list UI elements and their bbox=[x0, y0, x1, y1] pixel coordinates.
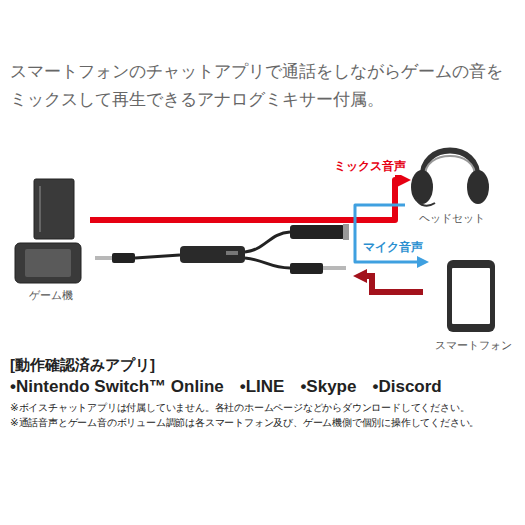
headset-illustration bbox=[405, 135, 495, 209]
phone-audio-arrow bbox=[360, 276, 423, 292]
headband-pad bbox=[425, 156, 475, 177]
footnote: ※ボイスチャットアプリは付属していません。各社のホームページなどからダウンロード… bbox=[10, 400, 520, 415]
signal-arrow bbox=[355, 205, 423, 262]
signal-label: ミックス音声 bbox=[333, 158, 407, 175]
console-tower bbox=[34, 179, 74, 239]
app-name: •Discord bbox=[372, 377, 441, 397]
app-name: •Nintendo Switch™ Online bbox=[10, 377, 224, 397]
cable bbox=[245, 232, 290, 252]
mic-boom bbox=[417, 199, 435, 206]
male-jack-body bbox=[290, 263, 323, 274]
cable bbox=[135, 255, 180, 258]
signal-label: マイク音声 bbox=[362, 239, 424, 256]
headset-node: ヘッドセット bbox=[405, 135, 499, 228]
jack-rim bbox=[343, 224, 349, 240]
app-name: •LINE bbox=[240, 377, 285, 397]
phone-illustration bbox=[425, 256, 517, 334]
node-label: ゲーム機 bbox=[12, 288, 90, 303]
phone-screen bbox=[452, 268, 490, 324]
phone-body bbox=[447, 260, 495, 332]
female-jack bbox=[290, 225, 345, 239]
node-label: ヘッドセット bbox=[405, 211, 499, 226]
plug-body bbox=[112, 253, 135, 263]
console-detail bbox=[39, 186, 41, 232]
mixer-box bbox=[180, 246, 245, 263]
phone-node: スマートフォン bbox=[425, 256, 521, 355]
footnote: ※通話音声とゲーム音のボリューム調節は各スマートフォン及び、ゲーム機側で個別に操… bbox=[10, 415, 520, 430]
male-jack-tip bbox=[323, 266, 346, 270]
ear-cup bbox=[467, 170, 489, 204]
ear-cup bbox=[411, 170, 433, 204]
console-handheld bbox=[15, 243, 81, 283]
notes-block: [動作確認済みアプリ] •Nintendo Switch™ Online •LINE… bbox=[10, 356, 520, 430]
heading: スマートフォンのチャットアプリで通話をしながらゲームの音を ミックスして再生でき… bbox=[10, 58, 518, 114]
console-node: ゲーム機 bbox=[12, 176, 90, 305]
console-illustration bbox=[12, 176, 86, 284]
app-name: •Skype bbox=[300, 377, 356, 397]
mixer-cable bbox=[95, 224, 349, 274]
app-list: •Nintendo Switch™ Online •LINE •Skype •Disc… bbox=[10, 377, 520, 397]
headband bbox=[423, 151, 477, 180]
section-heading: [動作確認済みアプリ] bbox=[10, 356, 520, 375]
plug-tip bbox=[95, 256, 112, 260]
node-label: スマートフォン bbox=[425, 338, 521, 353]
cable bbox=[245, 258, 290, 268]
mixer-logo bbox=[226, 251, 238, 255]
console-screen bbox=[25, 249, 71, 277]
